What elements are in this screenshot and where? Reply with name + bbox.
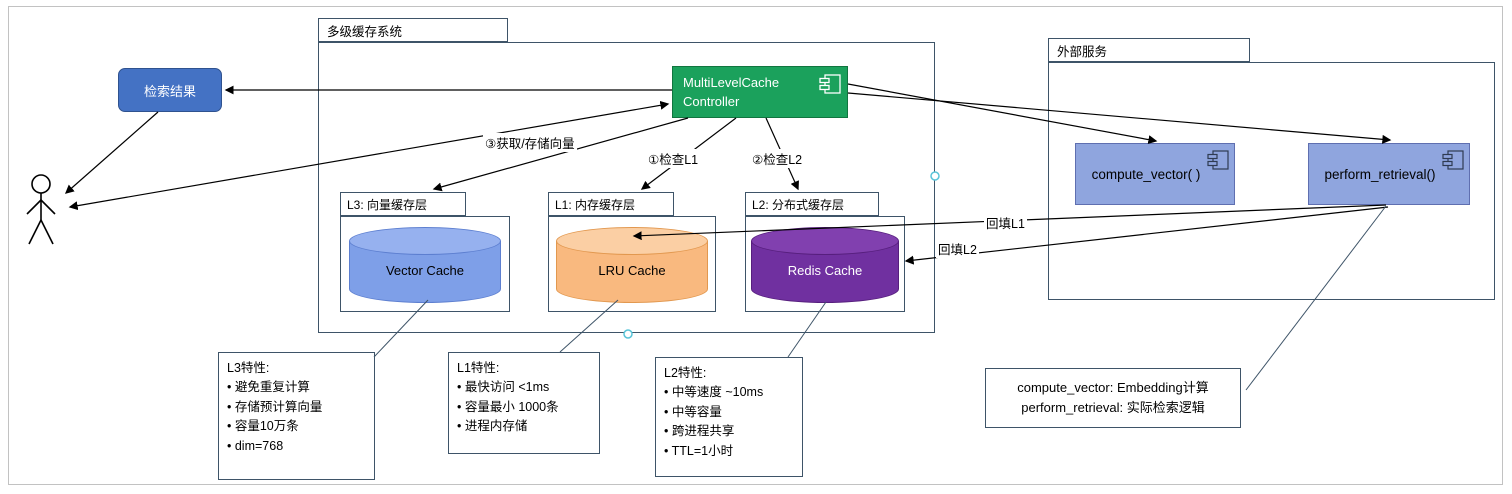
cylinder-top [556, 227, 708, 255]
compute-vector-label: compute_vector( ) [1091, 166, 1201, 182]
layer-label-l3-text: L3: 向量缓存层 [347, 197, 428, 212]
layer-label-l1[interactable]: L1: 内存缓存层 [548, 192, 674, 216]
component-icon [819, 74, 841, 94]
layer-label-l1-text: L1: 内存缓存层 [555, 197, 636, 212]
cache-system-title: 多级缓存系统 [327, 24, 403, 39]
note-line: L2特性: [664, 366, 707, 380]
compute-vector-component[interactable]: compute_vector( ) [1075, 143, 1235, 205]
note-line: • 跨进程共享 [664, 424, 735, 439]
note-line: perform_retrieval: 实际检索逻辑 [1021, 400, 1205, 415]
note-line: L1特性: [457, 361, 500, 375]
vector-cache-label: Vector Cache [385, 263, 465, 278]
redis-cache-cylinder[interactable]: Redis Cache [751, 227, 899, 303]
note-l2-features[interactable]: L2特性: • 中等速度 ~10ms • 中等容量 • 跨进程共享 • TTL=… [655, 357, 803, 477]
note-line: • TTL=1小时 [664, 443, 734, 458]
note-line: • dim=768 [227, 438, 284, 453]
retrieval-result-box[interactable]: 检索结果 [118, 68, 222, 112]
note-line: • 中等容量 [664, 404, 722, 419]
cylinder-top [349, 227, 501, 255]
cylinder-top [751, 227, 899, 255]
controller-label: MultiLevelCache Controller [683, 75, 780, 109]
layer-label-l3[interactable]: L3: 向量缓存层 [340, 192, 466, 216]
note-line: • 进程内存储 [457, 419, 528, 434]
layer-label-l2[interactable]: L2: 分布式缓存层 [745, 192, 879, 216]
component-icon [1442, 150, 1464, 170]
external-services-title: 外部服务 [1057, 44, 1108, 59]
lru-cache-label: LRU Cache [598, 263, 666, 278]
perform-retrieval-label: perform_retrieval() [1324, 166, 1436, 182]
vector-cache-cylinder[interactable]: Vector Cache [349, 227, 501, 303]
edge-label-backfill-l2[interactable]: 回填L2 [936, 239, 979, 258]
edge-label-get-store-vector[interactable]: ③获取/存储向量 [483, 133, 577, 152]
edge-label-backfill-l1[interactable]: 回填L1 [984, 213, 1027, 232]
lru-cache-cylinder[interactable]: LRU Cache [556, 227, 708, 303]
note-line: • 容量最小 1000条 [457, 399, 559, 414]
page-border [8, 6, 1503, 485]
note-line: • 避免重复计算 [227, 380, 310, 395]
note-l3-features[interactable]: L3特性: • 避免重复计算 • 存储预计算向量 • 容量10万条 • dim=… [218, 352, 375, 480]
cache-system-tab[interactable]: 多级缓存系统 [318, 18, 508, 42]
edge-label-check-l1[interactable]: ①检查L1 [646, 149, 701, 168]
controller-component[interactable]: MultiLevelCache Controller [672, 66, 848, 118]
note-l1-features[interactable]: L1特性: • 最快访问 <1ms • 容量最小 1000条 • 进程内存储 [448, 352, 600, 454]
note-line: L3特性: [227, 361, 270, 375]
retrieval-result-label: 检索结果 [143, 83, 196, 99]
note-line: • 存储预计算向量 [227, 399, 323, 414]
note-line: compute_vector: Embedding计算 [1017, 379, 1209, 395]
layer-label-l2-text: L2: 分布式缓存层 [752, 197, 845, 212]
note-line: • 最快访问 <1ms [457, 380, 550, 395]
redis-cache-label: Redis Cache [787, 263, 863, 278]
note-line: • 容量10万条 [227, 419, 299, 434]
external-services-tab[interactable]: 外部服务 [1048, 38, 1250, 62]
note-external-functions[interactable]: compute_vector: Embedding计算 perform_retr… [985, 368, 1241, 428]
note-line: • 中等速度 ~10ms [664, 385, 764, 400]
perform-retrieval-component[interactable]: perform_retrieval() [1308, 143, 1470, 205]
edge-label-check-l2[interactable]: ②检查L2 [750, 149, 805, 168]
component-icon [1207, 150, 1229, 170]
